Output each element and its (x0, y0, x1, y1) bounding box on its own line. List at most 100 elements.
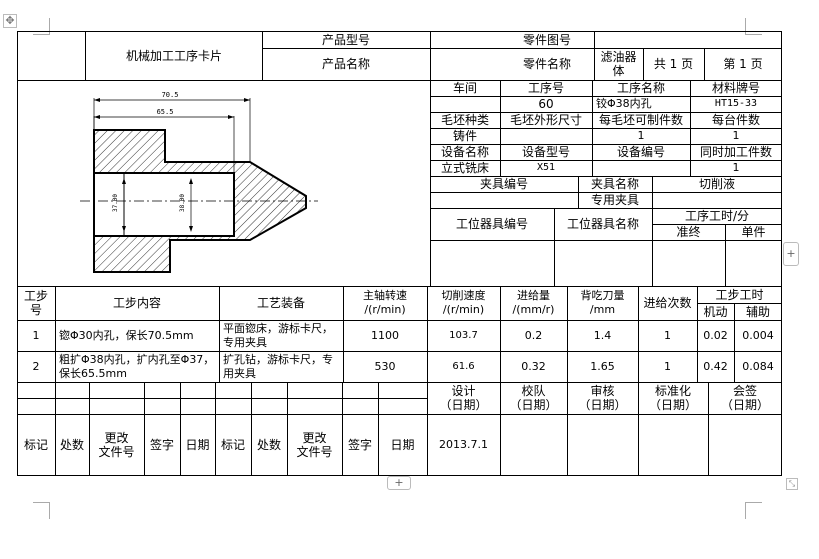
feed-header: 进给量 /(mm/r) (512, 289, 555, 316)
dim-overall-length: 70.5 (161, 91, 179, 99)
page-corner-mark (745, 502, 762, 519)
step-row-1-machine: 0.02 (703, 328, 728, 342)
step-no-header: 工步 号 (23, 289, 48, 317)
op-name-value: 铰Φ38内孔 (596, 97, 652, 110)
station-tool-name-label: 工位器具名称 (566, 217, 639, 231)
cut-speed-header: 切削速度 /(r/min) (441, 289, 486, 316)
step-row-2-depth: 1.65 (590, 359, 615, 373)
op-no-label: 工序号 (527, 81, 564, 95)
table-resize-handle-icon[interactable]: ⤡ (786, 478, 798, 490)
step-row-1-passes: 1 (664, 328, 671, 342)
proofread-date-label: 校队 （日期） (509, 384, 558, 412)
material-value: HT15-33 (714, 98, 758, 109)
step-row-1-speed: 103.7 (449, 329, 478, 341)
dim-bore-length: 65.5 (156, 108, 174, 116)
machine-time-header: 机动 (703, 304, 728, 319)
simul-parts-label: 同时加工件数 (699, 145, 772, 159)
prep-time-label: 准终 (676, 225, 701, 239)
step-row-1-equipment: 平面锪床，游标卡尺， 专用夹具 (223, 321, 333, 349)
add-row-icon[interactable]: + (387, 476, 411, 490)
step-row-2-feed: 0.32 (521, 359, 546, 373)
count-label: 处数 (59, 438, 84, 452)
part-cross-section-drawing (80, 98, 318, 273)
product-model-label: 产品型号 (321, 32, 370, 47)
unit-time-label: 单件 (741, 225, 766, 239)
signature-label: 签字 (347, 438, 372, 452)
step-row-1-content: 锪Φ30内孔，保长70.5mm (59, 328, 194, 342)
step-time-header: 工步工时 (715, 287, 764, 302)
equip-name-label: 设备名称 (440, 145, 489, 159)
step-row-1-feed: 0.2 (524, 328, 543, 342)
step-content-header: 工步内容 (112, 296, 161, 310)
step-row-2-speed: 61.6 (452, 360, 475, 372)
fixture-no-label: 夹具编号 (479, 177, 528, 191)
count-label: 处数 (256, 438, 281, 452)
fixture-name-label: 夹具名称 (590, 177, 639, 191)
signature-label: 签字 (149, 438, 174, 452)
step-row-2-no: 2 (32, 359, 40, 373)
step-row-1-no: 1 (32, 328, 40, 342)
op-time-label: 工序工时/分 (684, 209, 750, 223)
aux-time-header: 辅助 (745, 304, 770, 319)
equip-model-value: X51 (536, 162, 556, 173)
spindle-speed-header: 主轴转速 /(r/min) (363, 289, 407, 316)
review-date-label: 审核 （日期） (578, 384, 627, 412)
change-doc-label: 更改 文件号 (296, 431, 333, 459)
workshop-label: 车间 (452, 81, 477, 95)
design-date-value: 2013.7.1 (439, 438, 488, 451)
change-doc-label: 更改 文件号 (98, 431, 135, 459)
material-label: 材料牌号 (711, 81, 760, 95)
add-column-icon[interactable]: + (783, 242, 799, 266)
page-corner-mark (33, 18, 50, 35)
step-row-2-passes: 1 (664, 359, 671, 373)
parts-per-blank-value: 1 (637, 129, 645, 142)
design-date-label: 设计 （日期） (439, 384, 488, 412)
step-row-2-content: 粗扩Φ38内孔，扩内孔至Φ37， 保长65.5mm (59, 352, 215, 380)
table-move-handle-icon[interactable]: ✥ (3, 14, 17, 28)
product-name-label: 产品名称 (321, 57, 370, 71)
card-title: 机械加工工序卡片 (125, 48, 222, 63)
date-label: 日期 (390, 438, 415, 452)
dim-right-diameter: 38.00 (179, 193, 186, 213)
page-corner-mark (745, 18, 762, 35)
blank-type-value: 铸件 (452, 129, 477, 143)
fixture-name-value: 专用夹具 (590, 193, 639, 207)
equipment-header: 工艺装备 (256, 296, 305, 310)
date-label: 日期 (185, 438, 210, 452)
step-row-2-equipment: 扩孔钻，游标卡尺，专 用夹具 (223, 352, 333, 380)
parts-per-unit-value: 1 (732, 129, 740, 142)
depth-header: 背吃刀量 /mm (580, 289, 625, 316)
step-row-2-spindle: 530 (374, 359, 396, 373)
blank-size-label: 毛坯外形尺寸 (509, 113, 582, 127)
passes-header: 进给次数 (643, 296, 692, 310)
station-tool-no-label: 工位器具编号 (455, 217, 528, 231)
part-name-value: 滤油器 体 (600, 50, 637, 78)
step-row-1-aux: 0.004 (742, 328, 774, 342)
dim-left-diameter: 37.00 (112, 193, 119, 213)
parts-per-blank-label: 每毛坯可制件数 (598, 113, 683, 127)
op-no-value: 60 (538, 97, 554, 111)
step-row-2-machine: 0.42 (703, 359, 728, 373)
page-number: 第 1 页 (723, 57, 763, 71)
step-row-1-depth: 1.4 (593, 328, 612, 342)
countersign-date-label: 会签 （日期） (720, 384, 769, 412)
page-corner-mark (33, 502, 50, 519)
step-row-2-aux: 0.084 (742, 359, 774, 373)
part-name-label: 零件名称 (522, 57, 571, 71)
equip-no-label: 设备编号 (616, 145, 665, 159)
blank-type-label: 毛坯种类 (440, 113, 489, 127)
step-row-1-spindle: 1100 (371, 328, 399, 342)
part-drawing-no-label: 零件图号 (522, 32, 571, 47)
parts-per-unit-label: 每台件数 (711, 113, 760, 127)
mark-label: 标记 (220, 438, 245, 452)
total-pages: 共 1 页 (653, 57, 694, 71)
equip-model-label: 设备型号 (521, 145, 570, 159)
coolant-label: 切削液 (698, 177, 735, 191)
mark-label: 标记 (23, 438, 48, 452)
op-name-label: 工序名称 (616, 81, 665, 95)
standardization-date-label: 标准化 （日期） (648, 384, 697, 412)
equip-name-value: 立式铣床 (440, 161, 489, 175)
simul-parts-value: 1 (732, 161, 740, 174)
